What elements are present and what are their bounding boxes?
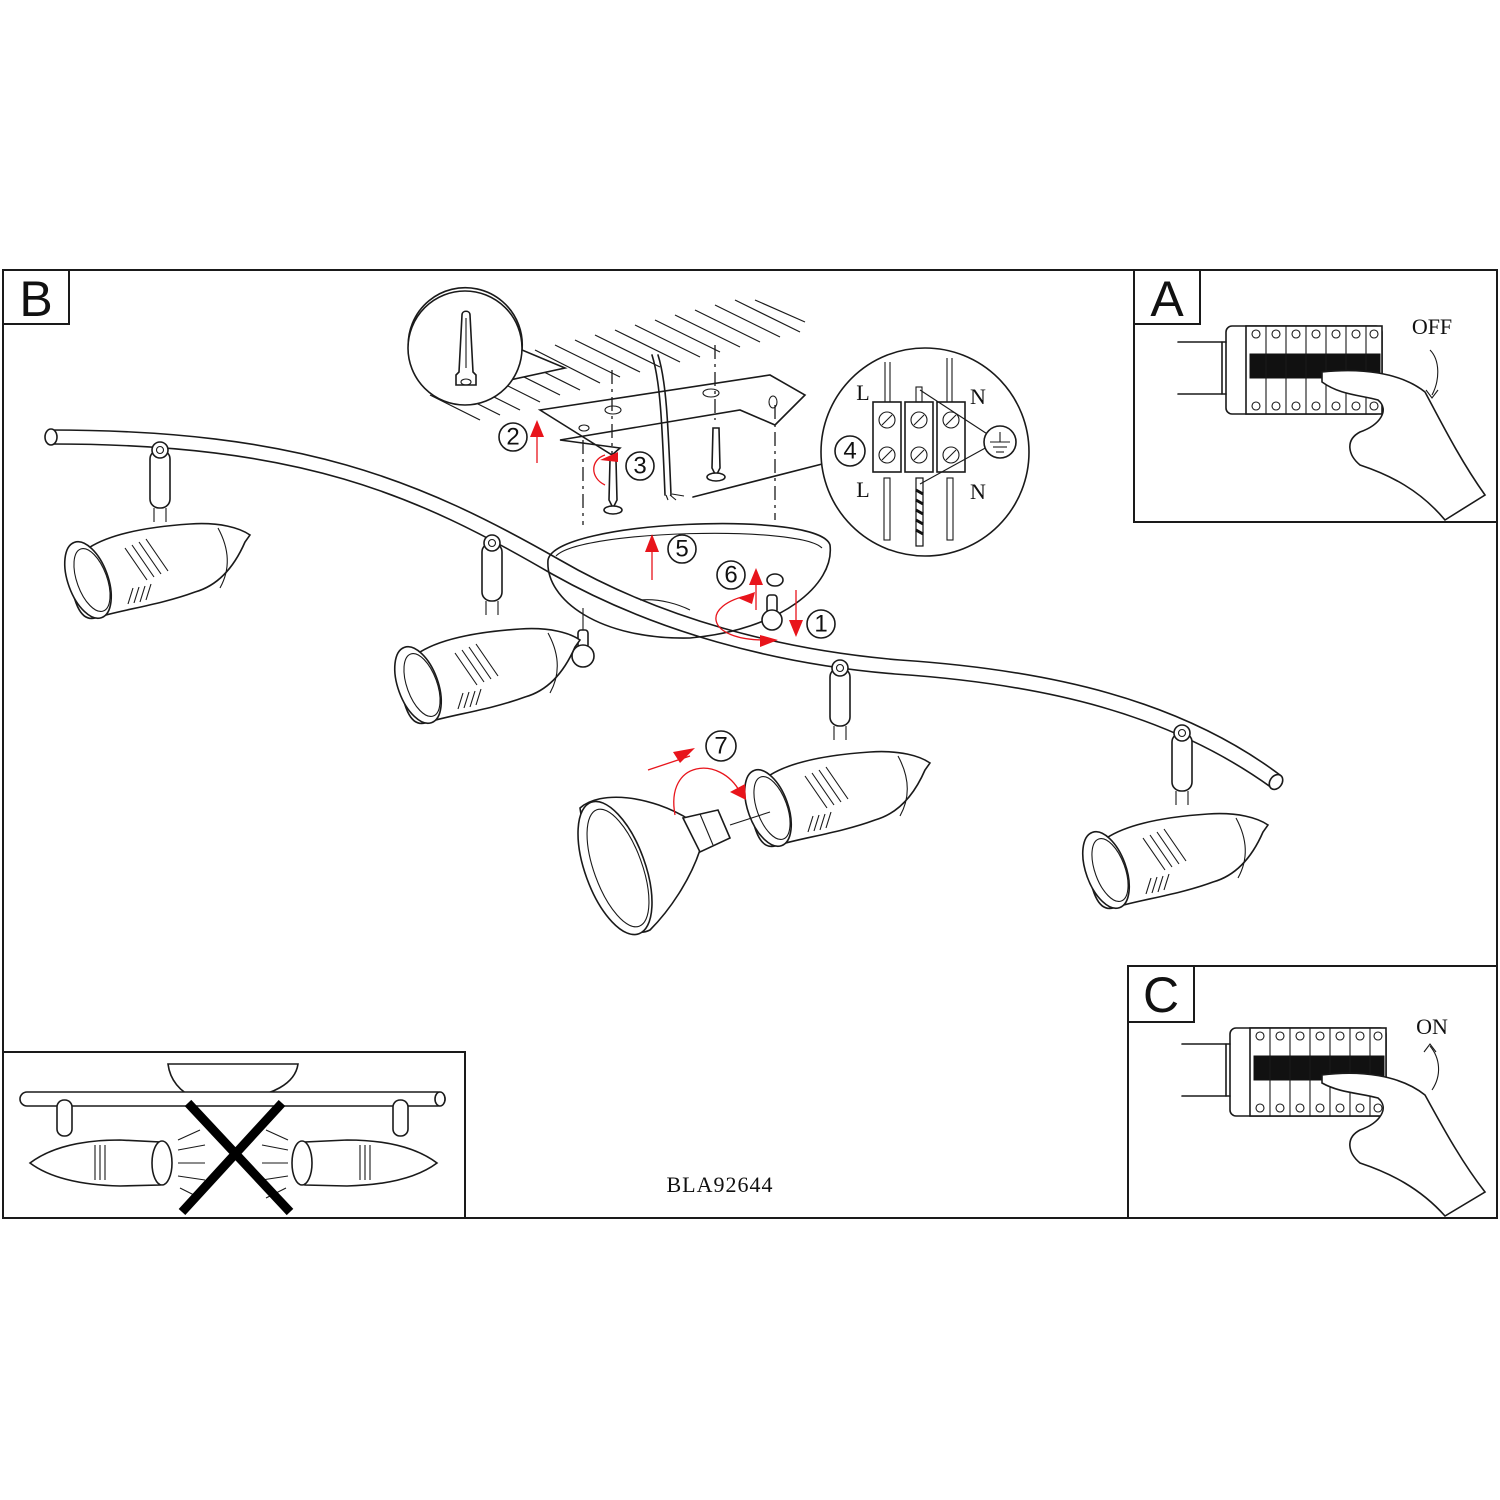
step-badge-1: 1 [806,609,836,639]
spotlight-icon [481,534,503,616]
terminal-label-n-bottom: N [970,479,986,504]
arrow-up-icon [1423,1043,1440,1091]
screw-icon [603,459,623,515]
wires [883,358,999,547]
canopy [547,522,832,639]
panel-b-frame: B [2,269,1498,1219]
canopy-screw-icon [761,573,784,631]
svg-text:7: 7 [714,733,727,760]
spotlight-bar [44,428,1284,791]
warning-panel [2,1051,466,1219]
wall-plug-icon [455,310,477,386]
wall-plug-callout [407,286,568,406]
spotlight-icon [1072,812,1269,916]
panel-c-letter: C [1143,967,1179,1023]
spotlight-icon [829,659,851,741]
svg-text:2: 2 [506,424,519,451]
spotlight-icon [734,750,931,854]
terminal-label-l-top: L [856,380,869,405]
spotlight-icon [1171,724,1193,806]
breaker-panel-icon [1177,325,1383,415]
arrow-down-icon [1425,349,1439,399]
hand-icon [1321,1072,1487,1218]
bulb-icon [577,796,771,936]
step-arrows [530,420,803,816]
svg-text:6: 6 [724,562,737,589]
switch-on-label: ON [1416,1014,1448,1039]
earth-ground-icon [983,425,1017,459]
breaker-panel-icon [1181,1027,1387,1117]
panel-b-letter: B [19,271,52,327]
step-badge-4: 4 [834,435,866,467]
step-badge-3: 3 [625,451,655,481]
panel-a-letter: A [1150,271,1184,327]
hand-icon [1321,369,1487,522]
switch-off-label: OFF [1412,314,1452,339]
svg-text:1: 1 [814,611,827,638]
canopy-screw-icon [571,608,595,668]
terminal-block-callout: L N L N [820,347,1030,557]
svg-text:4: 4 [843,438,856,465]
terminal-label-n-top: N [970,384,986,409]
spotlight-icon [54,522,251,626]
screw-icon [706,427,726,482]
model-code: BLA92644 [667,1172,774,1197]
light-rays [177,1129,289,1199]
spotlight-left-icon [28,1099,173,1187]
supply-cable [651,354,831,501]
terminal-block-icon [872,401,966,473]
step-badge-5: 5 [667,534,697,564]
spotlight-icon [384,627,581,731]
terminal-label-l-bottom: L [856,477,869,502]
panel-a-switch-off: A OFF [1133,269,1498,523]
prohibited-cross-icon [178,1099,294,1216]
svg-text:5: 5 [675,536,688,563]
step-badge-7: 7 [705,730,737,762]
spotlight-icon [149,441,171,523]
spotlight-right-icon [291,1099,439,1187]
step-badge-6: 6 [716,560,746,590]
panel-c-switch-on: C ON [1127,965,1498,1219]
svg-text:3: 3 [633,453,646,480]
step-badge-2: 2 [498,422,528,452]
mounting-bracket [537,374,807,456]
